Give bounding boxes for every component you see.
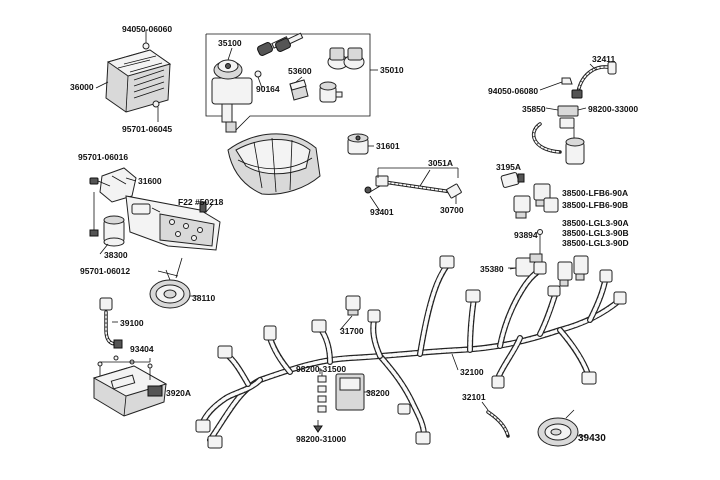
label-38500-lgl3-90a: 38500-LGL3-90A (562, 218, 629, 228)
label-35100: 35100 (218, 38, 242, 48)
relays-38500-lgl3 (557, 255, 589, 287)
bracket-35380 (508, 229, 543, 277)
label-35380: 35380 (480, 264, 504, 274)
label-39430: 39430 (578, 433, 606, 444)
ignition-key (257, 32, 304, 57)
label-38500-lfb6-90b: 38500-LFB6-90B (562, 200, 628, 210)
label-f22-50218: F22 #50218 (178, 197, 224, 207)
fuse-box-38200 (335, 373, 372, 411)
relay-38300 (89, 192, 125, 247)
label-93401: 93401 (370, 207, 394, 217)
connector-31700 (345, 295, 361, 316)
regulator-rectifier-36000 (95, 30, 172, 122)
sensor-39100 (99, 297, 123, 349)
label-35850: 35850 (522, 104, 546, 114)
label-95701-06016: 95701-06016 (78, 152, 128, 162)
label-98200-31000: 98200-31000 (296, 434, 346, 444)
sub-harness-3051a (364, 167, 462, 204)
ecu-3920a (92, 355, 168, 417)
label-95701-06012: 95701-06012 (80, 266, 130, 276)
label-32411: 32411 (592, 54, 615, 64)
part-labels: 94050-06060 36000 95701-06045 35100 9016… (70, 24, 638, 444)
label-38300: 38300 (104, 250, 128, 260)
ignition-switch-set-35010 (205, 32, 378, 133)
label-93894: 93894 (514, 230, 538, 240)
horn-38110 (149, 257, 198, 309)
label-90164: 90164 (256, 84, 280, 94)
label-38500-lgl3-90b: 38500-LGL3-90B (562, 228, 629, 238)
label-38500-lgl3-90d: 38500-LGL3-90D (562, 238, 629, 248)
relays-38500-lfb6 (513, 183, 559, 219)
label-3920a: 3920A (166, 388, 191, 398)
cable-32411 (539, 61, 617, 99)
label-36000: 36000 (70, 82, 94, 92)
front-cover-panel (227, 133, 321, 195)
label-32101: 32101 (462, 392, 486, 402)
label-39100: 39100 (120, 318, 144, 328)
label-31700: 31700 (340, 326, 364, 336)
starter-relay-35850 (531, 105, 587, 165)
label-93404: 93404 (130, 344, 154, 354)
label-94050-06060: 94050-06060 (122, 24, 172, 34)
label-30700: 30700 (440, 205, 464, 215)
main-harness-32100 (195, 255, 627, 449)
mount-bracket-31600 (89, 167, 221, 251)
label-3195a: 3195A (496, 162, 521, 172)
label-98200-31500: 98200-31500 (296, 364, 346, 374)
label-38200: 38200 (366, 388, 390, 398)
label-35010: 35010 (380, 65, 404, 75)
horn-39430 (537, 409, 586, 447)
connector-3195a (500, 172, 525, 188)
label-31601: 31601 (376, 141, 400, 151)
label-38110: 38110 (192, 293, 215, 303)
label-53600: 53600 (288, 66, 312, 76)
label-31600: 31600 (138, 176, 162, 186)
label-3051a: 3051A (428, 158, 453, 168)
label-98200-33000: 98200-33000 (588, 104, 638, 114)
fuses-98200 (313, 370, 327, 433)
leader-lines (99, 177, 517, 374)
label-94050-06080: 94050-06080 (488, 86, 538, 96)
ignition-coil-31601 (347, 133, 374, 155)
cable-32101 (481, 401, 510, 438)
label-32100: 32100 (460, 367, 484, 377)
label-38500-lfb6-90a: 38500-LFB6-90A (562, 188, 628, 198)
label-95701-06045: 95701-06045 (122, 124, 172, 134)
